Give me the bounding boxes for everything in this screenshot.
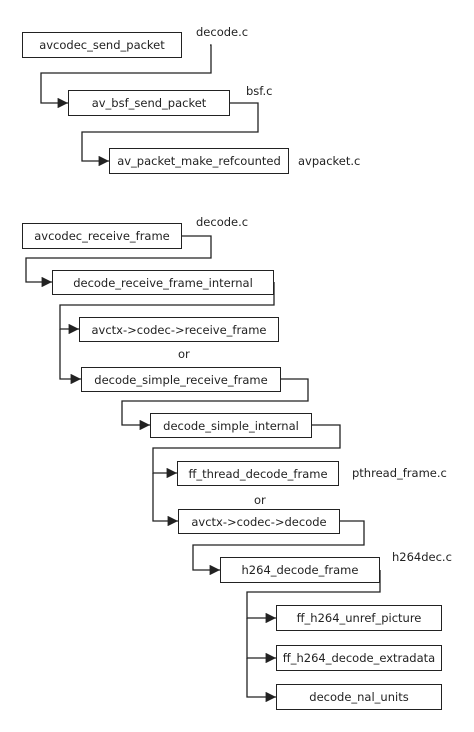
link-simple-internal-to-codec-decode [152,473,178,527]
link-h264-to-extradata [246,618,276,664]
node-avcodec-send-packet: avcodec_send_packet [22,32,182,58]
or-label-2: or [254,493,266,507]
node-av-bsf-send-packet: av_bsf_send_packet [68,90,230,116]
node-h264-decode-frame: h264_decode_frame [220,557,380,583]
link-simple-internal-to-thread-decode [152,424,341,479]
file-label-bsf-c: bsf.c [246,84,273,98]
node-avctx-codec-decode: avctx->codec->decode [178,509,340,534]
file-label-pthread-frame-c: pthread_frame.c [352,466,447,480]
link-internal-to-simple-receive [59,329,81,385]
node-ff-thread-decode-frame: ff_thread_decode_frame [177,461,339,486]
node-decode-simple-internal: decode_simple_internal [150,413,312,438]
link-receive-to-internal [25,235,212,288]
node-ff-h264-decode-extradata: ff_h264_decode_extradata [276,645,442,671]
file-label-avpacket-c: avpacket.c [298,154,361,168]
node-ff-h264-unref-picture: ff_h264_unref_picture [276,605,442,631]
link-simple-receive-to-simple-internal [121,378,309,431]
node-av-packet-make-refcounted: av_packet_make_refcounted [109,148,289,174]
file-label-decode-c-send: decode.c [196,25,249,39]
link-bsf-to-refcounted [81,102,259,167]
link-h264-to-unref [246,570,381,624]
link-internal-to-codec-receive [59,282,275,335]
node-decode-simple-receive-frame: decode_simple_receive_frame [81,367,281,392]
node-decode-nal-units: decode_nal_units [276,684,442,710]
node-avctx-codec-receive-frame: avctx->codec->receive_frame [79,317,279,342]
link-h264-to-nal-units [246,658,276,703]
file-label-decode-c-receive: decode.c [196,215,249,229]
link-codec-decode-to-h264 [192,520,365,576]
link-send-to-bsf [40,44,212,109]
or-label-1: or [178,347,190,361]
node-avcodec-receive-frame: avcodec_receive_frame [22,223,182,249]
node-decode-receive-frame-internal: decode_receive_frame_internal [52,270,274,295]
file-label-h264dec-c: h264dec.c [392,550,452,564]
